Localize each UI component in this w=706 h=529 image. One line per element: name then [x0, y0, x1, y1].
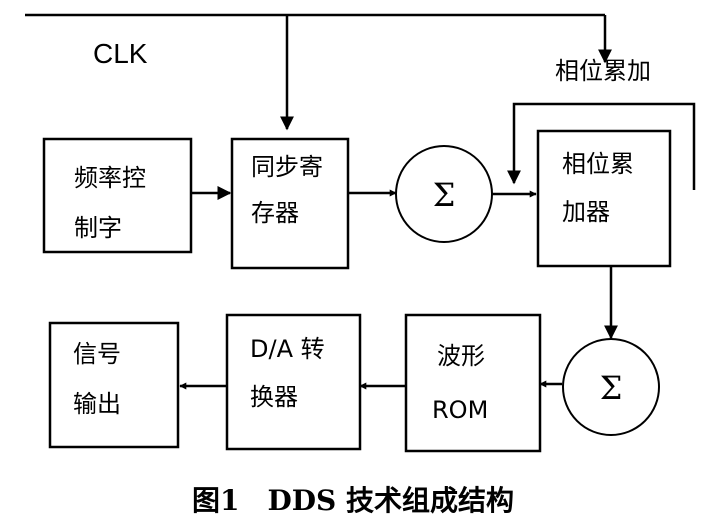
da-converter-label-line2: 换器	[250, 383, 298, 411]
waveform-rom-label-line1: 波形	[437, 342, 485, 370]
adder-1-circle	[395, 145, 493, 243]
phase-accumulator-label-line1: 相位累	[562, 150, 634, 178]
phase-accumulator-label-line2: 加器	[562, 198, 610, 226]
clk-label: CLK	[93, 38, 148, 69]
signal-output-box	[48, 321, 180, 449]
waveform-rom-label-line2: ROM	[432, 396, 488, 424]
sync-register-label-line1: 同步寄	[251, 153, 323, 181]
freq-control-label-line2: 制字	[74, 214, 122, 242]
sync-register-label-line2: 存器	[251, 199, 299, 227]
feedback-loop-wire	[507, 102, 696, 190]
adder-2-sigma: Σ	[600, 369, 623, 407]
signal-output-label-line1: 信号	[73, 340, 121, 368]
phase-accumulator-box	[536, 129, 672, 268]
phase-accumulate-note: 相位累加	[555, 57, 651, 85]
adder-1-sigma: Σ	[433, 176, 456, 214]
frequency-control-word-box	[42, 137, 193, 254]
waveform-rom-box	[404, 313, 542, 453]
adder-2-circle	[562, 338, 660, 436]
figure-caption: 图1 DDS 技术组成结构	[192, 484, 514, 517]
freq-control-label-line1: 频率控	[74, 164, 146, 192]
da-converter-label-line1: D/A 转	[250, 335, 325, 363]
signal-output-label-line2: 输出	[73, 390, 121, 418]
da-converter-box	[225, 313, 362, 451]
sync-register-box	[230, 137, 350, 270]
